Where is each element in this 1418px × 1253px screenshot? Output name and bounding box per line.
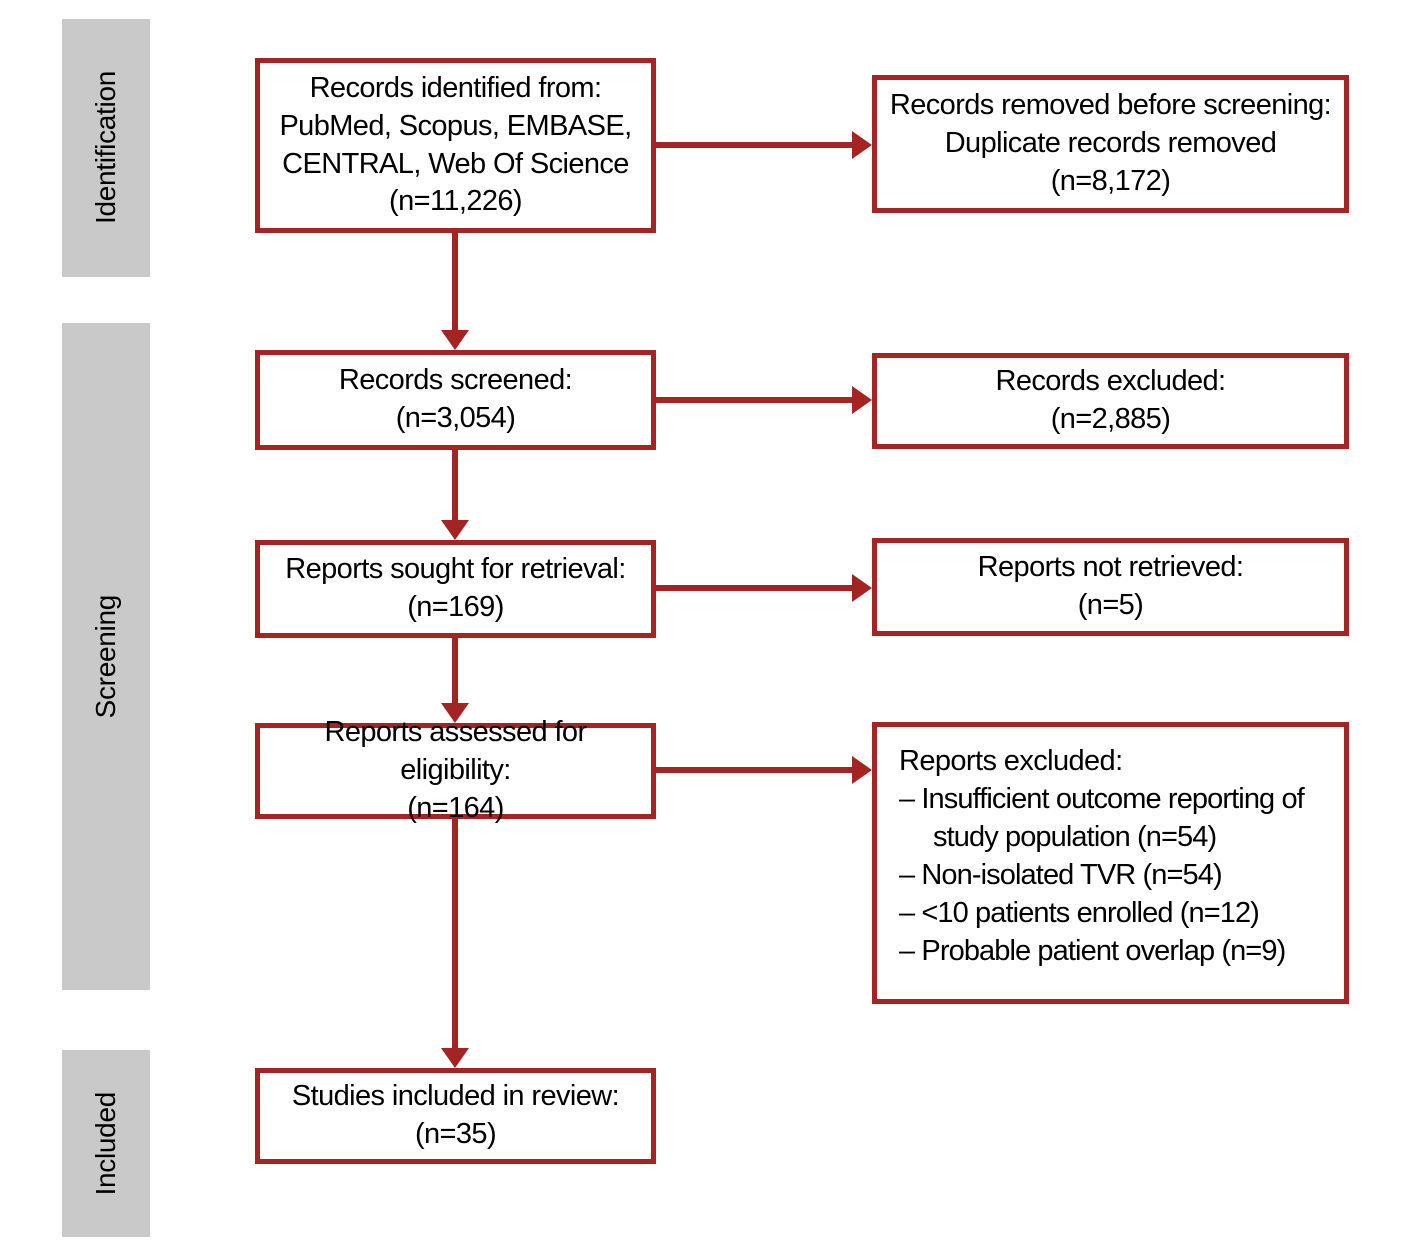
box-records-excluded-text: Records excluded: (n=2,885) [995,365,1227,435]
excluded-reason-item: – <10 patients enrolled (n=12) [899,896,1260,929]
arrow-sought-to-not-retrieved-line [656,585,852,591]
box-records-identified: Records identified from: PubMed, Scopus,… [255,58,656,233]
arrow-sought-to-not-retrieved-head-icon [852,574,872,602]
arrow-assessed-to-reports-excluded-line [656,767,852,773]
box-reports-excluded-title: Reports excluded: [899,745,1123,777]
box-reports-excluded: Reports excluded: – Insufficient outcome… [872,722,1349,1004]
excluded-reason-item: – Non-isolated TVR (n=54) [899,858,1223,891]
arrow-assessed-to-reports-excluded-head-icon [852,756,872,784]
arrow-sought-to-assessed-line [452,638,458,703]
box-records-excluded: Records excluded: (n=2,885) [872,353,1349,449]
arrow-screened-to-sought-line [452,450,458,520]
box-reports-assessed-text: Reports assessed for eligibility: (n=164… [324,716,587,824]
box-records-removed: Records removed before screening: Duplic… [872,75,1349,213]
box-reports-excluded-content: Reports excluded: – Insufficient outcome… [899,743,1336,971]
stage-bar-screening: Screening [62,323,150,990]
stage-bar-identification: Identification [62,19,150,277]
box-reports-assessed: Reports assessed for eligibility: (n=164… [255,716,656,824]
stage-label-included: Included [90,1091,121,1196]
box-records-screened-text: Records screened: (n=3,054) [338,364,573,434]
arrow-assessed-to-included-head-icon [441,1048,469,1068]
box-reports-sought-text: Reports sought for retrieval: (n=169) [285,553,626,623]
box-reports-sought: Reports sought for retrieval: (n=169) [255,540,656,638]
box-studies-included-text: Studies included in review: (n=35) [291,1080,620,1150]
arrow-screened-to-excluded-head-icon [852,386,872,414]
arrow-screened-to-excluded-line [656,397,852,403]
arrow-assessed-to-included-line [452,819,458,1048]
arrow-sought-to-assessed-head-icon [441,703,469,723]
box-reports-excluded-items: – Insufficient outcome reporting of stud… [899,781,1336,971]
arrow-identified-to-removed-line [656,142,852,148]
arrow-identified-to-screened-head-icon [441,330,469,350]
box-records-screened: Records screened: (n=3,054) [255,350,656,450]
box-records-removed-text: Records removed before screening: Duplic… [889,89,1332,197]
excluded-reason-item: – Probable patient overlap (n=9) [899,934,1286,967]
arrow-screened-to-sought-head-icon [441,520,469,540]
stage-label-identification: Identification [90,71,121,225]
arrow-identified-to-removed-head-icon [852,131,872,159]
arrow-identified-to-screened-line [452,233,458,330]
excluded-reason-item: – Insufficient outcome reporting of stud… [899,782,1305,853]
box-reports-not-retrieved: Reports not retrieved: (n=5) [872,538,1349,636]
stage-bar-included: Included [62,1050,150,1237]
stage-label-screening: Screening [90,594,121,719]
box-records-identified-text: Records identified from: PubMed, Scopus,… [279,71,632,218]
box-studies-included: Studies included in review: (n=35) [255,1068,656,1164]
box-reports-not-retrieved-text: Reports not retrieved: (n=5) [977,551,1244,621]
